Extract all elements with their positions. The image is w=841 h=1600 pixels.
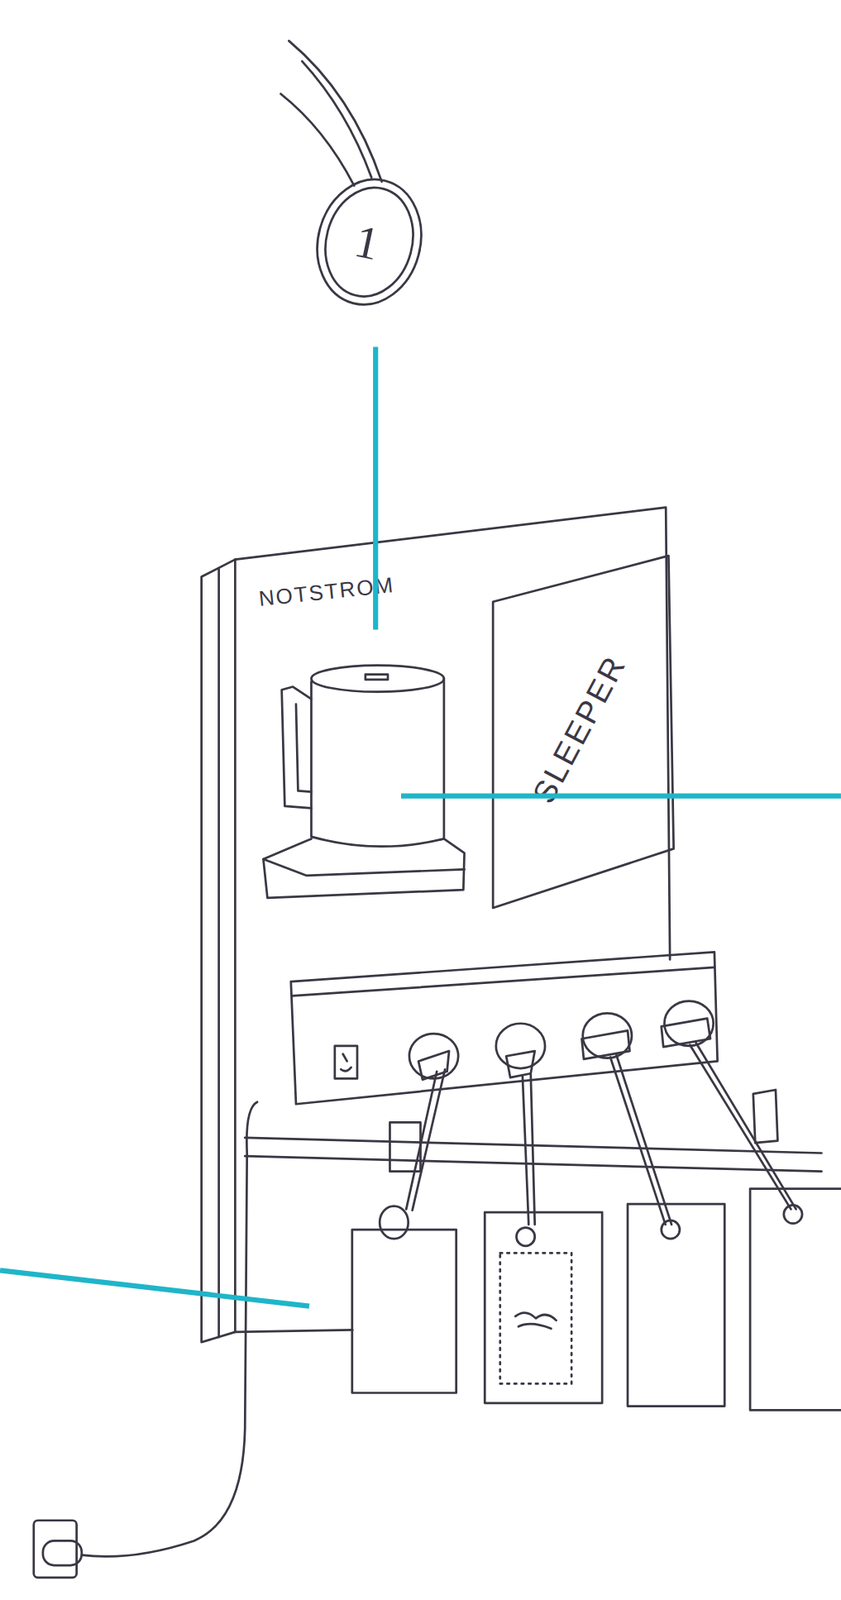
device-tags — [484, 1212, 603, 1404]
mains-cable — [33, 1520, 77, 1578]
shelf — [244, 1137, 822, 1154]
leader-line — [401, 793, 841, 798]
power-strip — [340, 1054, 351, 1071]
leader-line — [0, 1270, 310, 1306]
power-strip — [496, 1023, 545, 1069]
kettle — [262, 859, 464, 876]
device-tags — [750, 1189, 841, 1411]
motion-lines — [288, 40, 382, 182]
device-tags — [783, 1204, 803, 1224]
power-strip — [581, 1030, 630, 1060]
device-tags — [516, 1228, 536, 1247]
motion-lines — [280, 40, 382, 186]
shelf — [389, 1122, 421, 1171]
device-tags — [379, 1206, 409, 1239]
power-strip — [661, 1018, 711, 1048]
kettle — [262, 665, 464, 899]
device-tags — [352, 1189, 841, 1411]
motion-lines — [280, 94, 354, 187]
shelf — [753, 1089, 779, 1143]
charging-cables — [406, 1069, 445, 1210]
kettle — [281, 687, 312, 809]
node-label: SLEEPER — [525, 649, 634, 811]
panel-outline — [492, 556, 674, 909]
power-strip — [291, 951, 718, 1104]
mains-cable — [33, 1102, 258, 1578]
kettle — [365, 674, 388, 680]
coin-outline — [313, 177, 426, 307]
device-tags — [661, 1220, 680, 1239]
shelf — [244, 1089, 822, 1172]
board-outline — [234, 559, 353, 1332]
power-strip — [291, 967, 715, 997]
illustration — [33, 40, 841, 1577]
board-outline — [234, 506, 670, 960]
charging-cables — [689, 1042, 796, 1209]
board-outline — [200, 559, 235, 1343]
leader-line — [0, 347, 841, 1307]
kettle — [296, 703, 312, 792]
board-outline — [194, 500, 679, 1358]
power-strip — [291, 951, 718, 1104]
kettle — [310, 678, 444, 847]
coin-outline — [303, 167, 435, 317]
device-tags — [515, 1313, 556, 1329]
device-tags — [627, 1204, 725, 1406]
motion-lines — [301, 61, 372, 178]
board: NOTSTROMSLEEPER — [194, 500, 679, 1358]
power-strip — [334, 1046, 358, 1079]
node-label: 1 — [350, 213, 385, 270]
device-tags — [352, 1229, 457, 1393]
board-outline — [217, 568, 220, 1337]
kettle — [262, 838, 464, 899]
charging-cables — [406, 1042, 796, 1225]
kettle — [310, 665, 444, 693]
device-tags — [500, 1252, 572, 1384]
charging-cables — [610, 1055, 672, 1225]
panel: SLEEPER — [487, 550, 677, 913]
leader-line — [372, 347, 378, 631]
mains-cable — [43, 1540, 82, 1566]
mains-cable — [81, 1102, 258, 1558]
charging-cables — [522, 1073, 536, 1225]
coin: 1 — [305, 173, 434, 312]
shelf — [244, 1156, 822, 1172]
